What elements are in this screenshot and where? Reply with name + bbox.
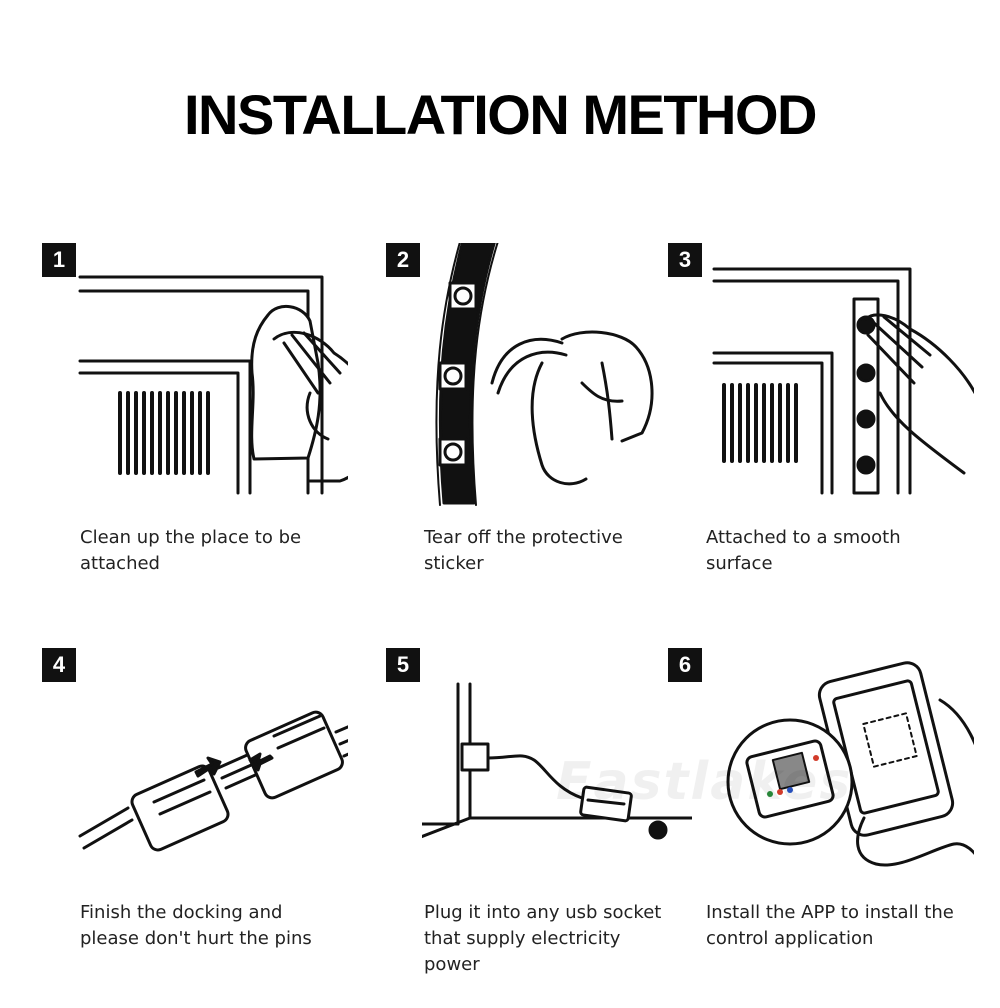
step-caption: Clean up the place to be attached	[80, 527, 302, 574]
step-6: 6 Install the APP to install the control…	[668, 648, 974, 1008]
step-2: 2 Tear off the protective sticker	[386, 243, 676, 603]
page-title: INSTALLATION METHOD	[183, 83, 818, 146]
usb-plug-icon	[422, 648, 692, 918]
step-number-badge: 1	[42, 243, 76, 277]
step-number-badge: 5	[386, 648, 420, 682]
phone-app-icon	[704, 648, 974, 918]
peel-sticker-icon	[422, 243, 692, 513]
step-caption: Tear off the protective sticker	[424, 527, 623, 574]
step-number-badge: 4	[42, 648, 76, 682]
wipe-surface-icon	[78, 243, 348, 513]
step-5: 5 Plug it into any usb socket that suppl…	[386, 648, 692, 1008]
step-4: 4 Finish the docking and please don't hu…	[42, 648, 348, 1008]
attach-strip-icon	[704, 243, 974, 513]
step-caption: Plug it into any usb socket that supply …	[424, 902, 662, 975]
step-number-badge: 3	[668, 243, 702, 277]
step-1: 1 Clean up the place to be attached	[42, 243, 348, 603]
step-caption: Attached to a smooth surface	[706, 527, 901, 574]
step-caption: Finish the docking and please don't hurt…	[80, 902, 312, 949]
step-3: 3 Attached to a smooth surface	[668, 243, 974, 603]
step-number-badge: 6	[668, 648, 702, 682]
step-number-badge: 2	[386, 243, 420, 277]
step-caption: Install the APP to install the control a…	[706, 902, 954, 949]
connector-docking-icon	[78, 648, 348, 918]
